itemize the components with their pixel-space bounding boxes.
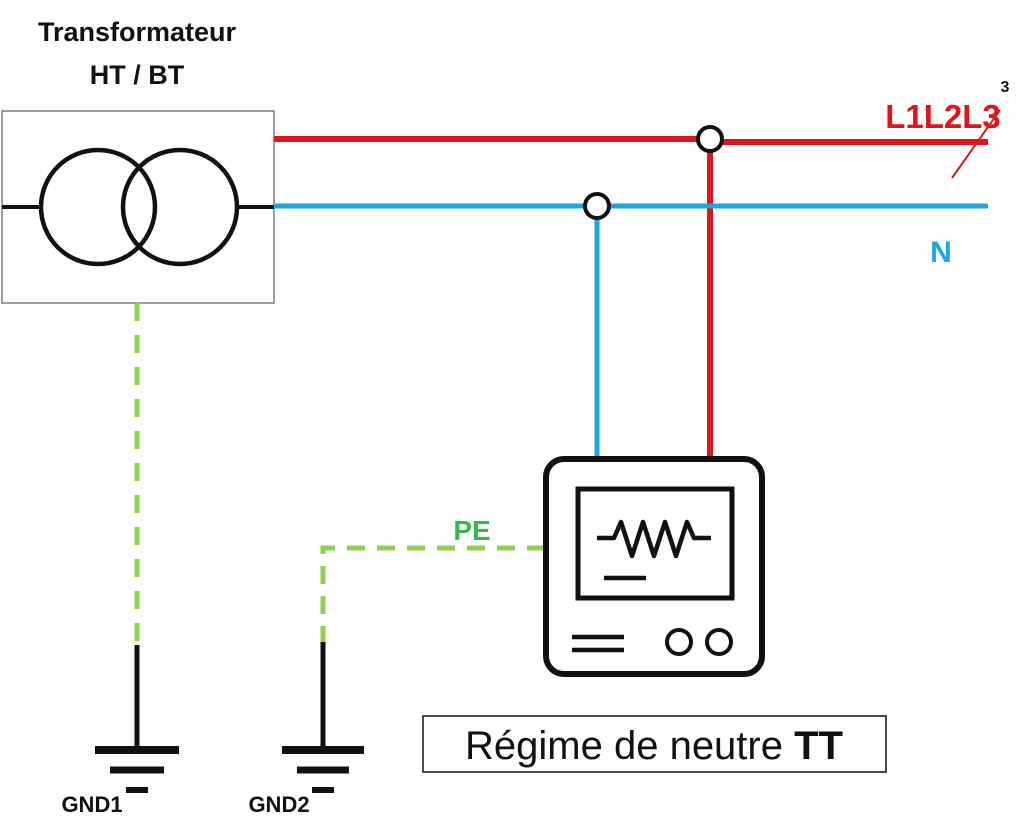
- transformer-primary-coil: [38, 147, 158, 267]
- electrical-device-icon: [543, 456, 765, 677]
- transformer-symbol-icon: [1, 110, 275, 304]
- device-knob-1: [665, 628, 693, 656]
- device-knob-2: [705, 628, 733, 656]
- pe-label: PE: [453, 515, 490, 546]
- caption-box: [422, 715, 887, 773]
- gnd1-label: GND1: [61, 792, 122, 817]
- neutral-junction: [583, 192, 611, 220]
- neutral-label: N: [930, 236, 952, 269]
- phase-junction: [696, 125, 724, 153]
- device-screen: [575, 486, 735, 601]
- neutral-conductor: [274, 192, 988, 459]
- pe-conductor: [320, 545, 545, 642]
- phase-count-label: 3: [1001, 79, 1010, 96]
- transformer-box: [1, 110, 275, 304]
- caption-bold: TT: [794, 724, 843, 768]
- ground-symbol-icon: [282, 746, 364, 793]
- phases-label: L1L2L3: [885, 98, 1001, 135]
- transformer-title-line2: HT / BT: [90, 60, 185, 90]
- caption-title: Régime de neutre TT: [465, 724, 843, 768]
- device-resistor-wave: [597, 519, 711, 559]
- caption-regular: Régime de neutre: [465, 724, 794, 768]
- ground-symbol-icon: [95, 746, 179, 793]
- phase-conductor: [274, 109, 1001, 457]
- transformer-title-line1: Transformateur: [38, 17, 237, 47]
- gnd2-label: GND2: [248, 792, 309, 817]
- three-phase-slash: [951, 109, 1001, 179]
